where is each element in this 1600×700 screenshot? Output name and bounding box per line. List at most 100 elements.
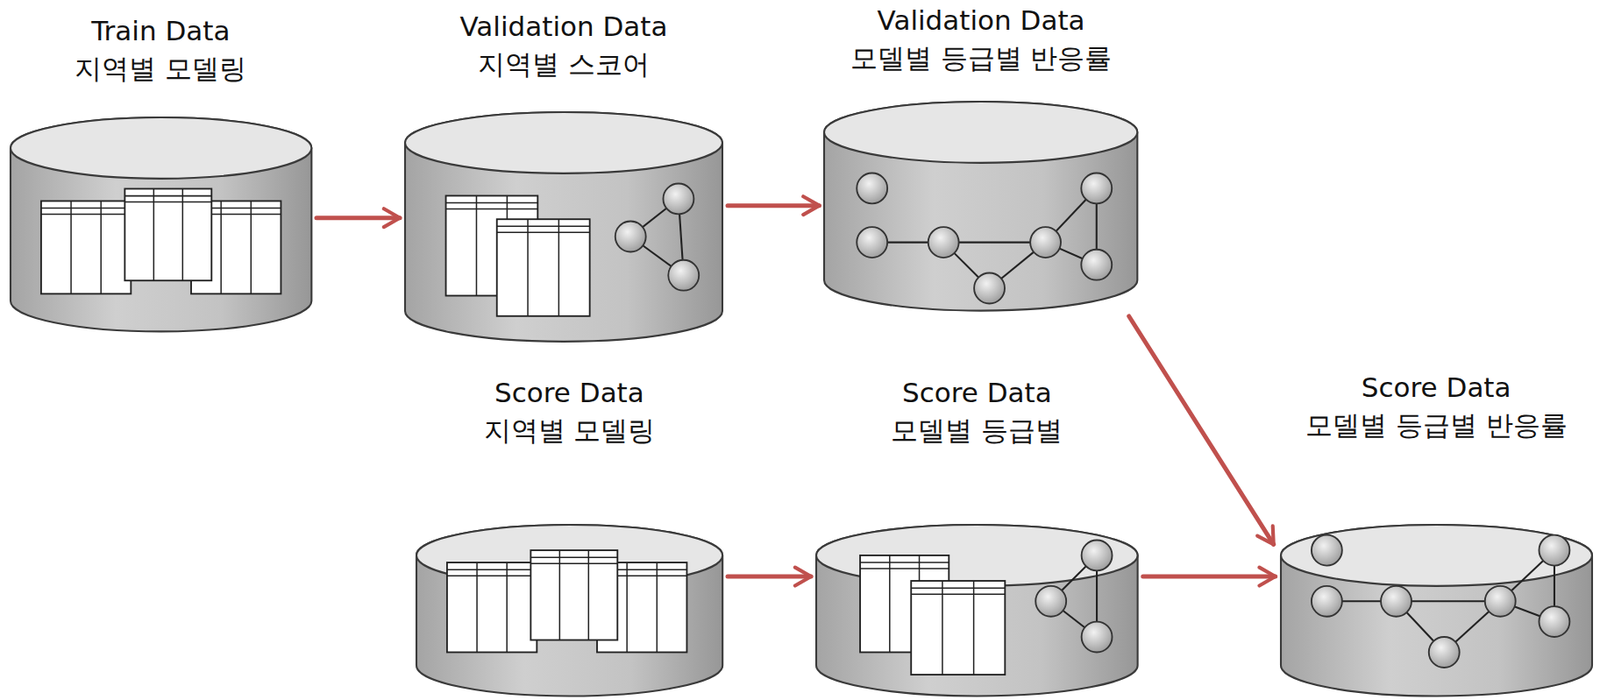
table-icon [447,562,537,653]
flow-arrow [1143,575,1276,580]
table-rule [220,200,222,294]
database-cylinder: Train Data지역별 모델링 [8,12,313,335]
table-frame [910,581,1005,676]
table-rule [625,562,628,653]
table-rule [558,550,561,640]
graph-ball [1311,535,1343,567]
table-rule [973,581,975,676]
cylinder-heading: 모델별 등급별 반응률 [850,39,1113,78]
table-rule [910,588,1005,591]
cylinder-heading: Score Data [494,374,645,413]
graph-ball [857,227,889,259]
table-rule [152,188,155,281]
database-cylinder: Score Data모델별 등급별 반응률 [1279,369,1594,700]
graph-ball [1081,540,1113,572]
cylinder-heading: 지역별 모델링 [483,412,656,450]
cylinder-shape [8,115,313,334]
table-icon [124,188,212,281]
graph-ball [663,183,695,214]
graph-ball [1081,249,1113,281]
graph-ball [1484,586,1515,618]
table-rule [447,569,537,572]
graph-ball [928,227,960,259]
table-rule [888,555,891,654]
table-frame [447,562,537,653]
table-rule [447,576,537,578]
database-cylinder: Validation Data모델별 등급별 반응률 [822,1,1139,314]
graph-icon [1035,540,1112,654]
cylinder-body [416,525,723,697]
table-rule [497,226,591,228]
table-rule [941,581,944,676]
table-icon [910,581,1005,676]
cylinder-top [10,117,312,179]
graph-icon [615,183,699,291]
table-rule [587,550,590,640]
cylinder-shape [822,99,1139,313]
database-cylinder: Score Data모델별 등급별 [814,374,1140,700]
table-rule [497,232,591,235]
table-icon [530,550,618,640]
cylinder-body [824,101,1138,312]
cylinder-body [10,117,312,332]
table-rule [446,202,539,205]
cylinder-heading: Score Data [902,374,1053,413]
table-rule [655,562,658,653]
cylinder-heading: 지역별 스코어 [477,45,650,84]
graph-ball [1081,622,1113,654]
cylinder-heading: Train Data [91,12,230,50]
graph-ball [668,260,699,292]
cylinder-group [405,112,723,342]
flow-arrow [316,215,400,221]
cylinder-top [1280,525,1593,587]
cylinder-heading: 모델별 등급별 반응률 [1305,406,1568,445]
table-rule [476,562,478,653]
graph-ball [857,173,889,205]
table-icon [41,200,131,294]
cylinder-heading: 모델별 등급별 [890,412,1063,450]
database-cylinder: Validation Data지역별 스코어 [403,7,725,345]
table-icon [497,219,591,317]
cylinder-heading: 지역별 모델링 [74,49,247,88]
graph-ball [974,273,1006,305]
graph-ball [1380,586,1412,618]
cylinder-top [405,112,723,174]
cylinder-top [824,101,1138,164]
flow-arrow [727,203,819,208]
table-rule [181,188,184,281]
database-cylinder: Score Data지역별 모델링 [414,374,725,700]
cylinder-body [816,525,1138,697]
table-rule [249,200,252,294]
graph-ball [1311,586,1343,618]
table-rule [558,219,561,317]
table-frame [124,188,212,281]
table-rule [124,195,212,198]
graph-ball [615,221,647,253]
graph-icon [1311,535,1570,669]
cylinder-group [816,525,1138,697]
graph-ball [1538,535,1570,567]
flow-arrow [727,575,811,580]
cylinder-group [10,117,312,332]
cylinder-heading: Validation Data [460,7,669,46]
graph-icon [857,173,1113,305]
cylinder-shape [414,523,725,699]
table-rule [505,562,508,653]
cylinder-group [416,525,723,697]
table-rule [530,557,618,560]
cylinder-body [1280,525,1593,697]
table-rule [99,200,102,294]
cylinder-shape [814,523,1140,699]
table-rule [446,208,539,211]
table-frame [530,550,618,640]
graph-ball [1538,607,1570,639]
cylinder-heading: Validation Data [877,1,1086,40]
graph-ball [1035,586,1067,618]
cylinder-group [1280,525,1593,697]
cylinder-shape [403,110,725,344]
table-rule [860,568,949,571]
table-rule [530,563,618,566]
table-rule [476,195,478,296]
flow-arrow [1129,316,1274,545]
